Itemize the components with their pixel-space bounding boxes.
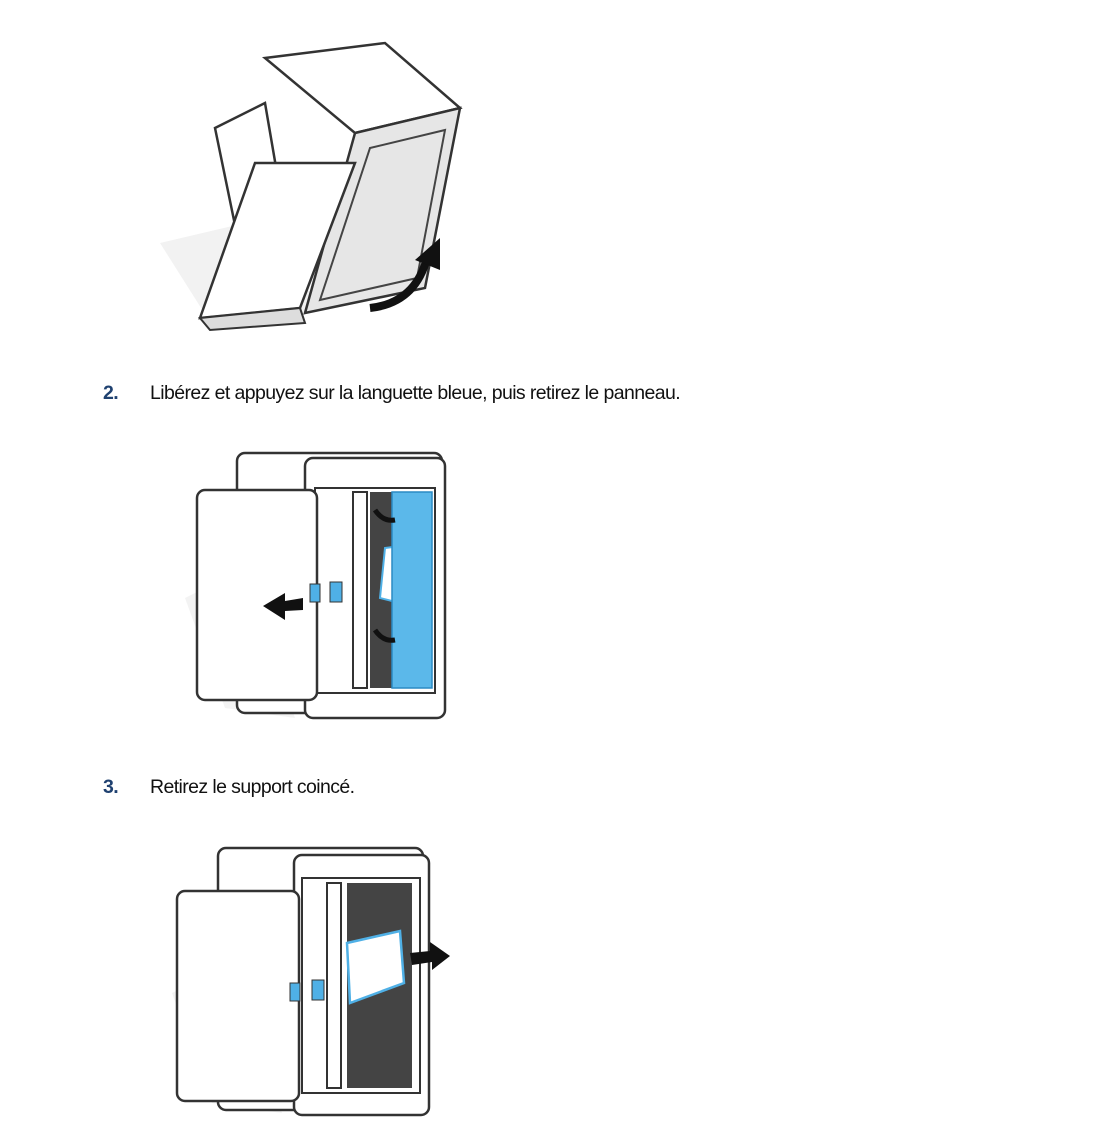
arrow-right-icon — [410, 942, 450, 970]
figure-remove-panel — [185, 448, 455, 728]
figure-remove-jammed-paper — [172, 843, 457, 1123]
step-number: 2. — [103, 382, 119, 404]
arrow-left-icon — [263, 593, 303, 620]
rotate-arrow-icon — [369, 256, 431, 312]
figure-printer-tilted — [155, 38, 475, 333]
step-number: 3. — [103, 776, 119, 798]
step-text: Libérez et appuyez sur la languette bleu… — [150, 382, 681, 404]
step-text: Retirez le support coincé. — [150, 776, 355, 798]
